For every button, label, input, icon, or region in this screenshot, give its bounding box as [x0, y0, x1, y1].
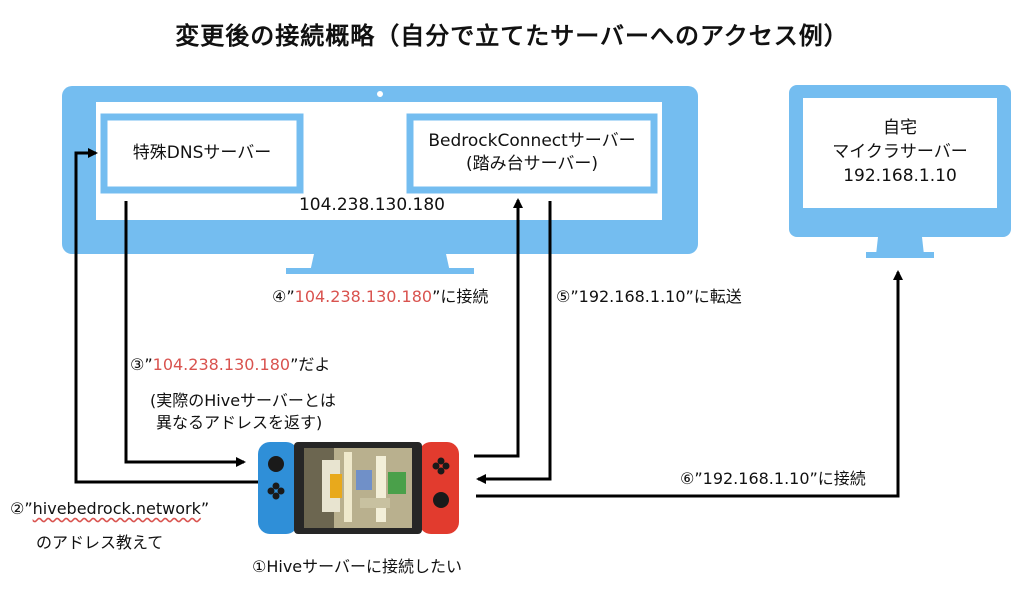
switch-console-icon [258, 442, 459, 534]
step3-note-line2: 異なるアドレスを返す) [156, 413, 323, 432]
step3-ip: 104.238.130.180 [152, 355, 291, 374]
arrow-step5-to-switch [476, 201, 552, 484]
arrow-step4-to-bedrock [474, 198, 523, 458]
step4-ip: 104.238.130.180 [294, 287, 433, 306]
dns-server-box: 特殊DNSサーバー [104, 142, 300, 165]
step1-label: ①Hiveサーバーに接続したい [252, 557, 462, 576]
bedrock-server-sublabel: (踏み台サーバー) [465, 154, 599, 174]
step3-label: ③”104.238.130.180”だよ [130, 355, 331, 374]
step2-note: のアドレス教えて [36, 533, 164, 552]
dns-server-label: 特殊DNSサーバー [132, 143, 272, 163]
arrow-step2-to-dns [74, 148, 258, 484]
step5-label: ⑤”192.168.1.10”に転送 [556, 287, 742, 306]
arrow-step3-to-switch [124, 201, 246, 467]
home-server-ip: 192.168.1.10 [843, 166, 957, 186]
step3-note-line1: (実際のHiveサーバーとは [150, 391, 336, 410]
step4-label: ④”104.238.130.180”に接続 [272, 287, 489, 306]
home-server-box: 自宅 マイクラサーバー 192.168.1.10 [803, 116, 997, 188]
step2-label: ②”hivebedrock.network” [10, 499, 210, 518]
home-monitor-icon [789, 85, 1011, 258]
minecraft-server-label: マイクラサーバー [832, 142, 968, 162]
bedrock-server-label: BedrockConnectサーバー [428, 131, 636, 151]
server-ip-label: 104.238.130.180 [298, 195, 445, 215]
step6-label: ⑥”192.168.1.10”に接続 [680, 469, 866, 488]
diagram-title: 変更後の接続概略（自分で立てたサーバーへのアクセス例） [175, 22, 849, 50]
home-label: 自宅 [883, 118, 917, 138]
bedrock-server-box: BedrockConnectサーバー (踏み台サーバー) [410, 130, 654, 176]
server-monitor-icon [62, 86, 698, 274]
arrow-step6-to-home [476, 270, 903, 498]
step2-hostname: hivebedrock.network [32, 499, 201, 518]
